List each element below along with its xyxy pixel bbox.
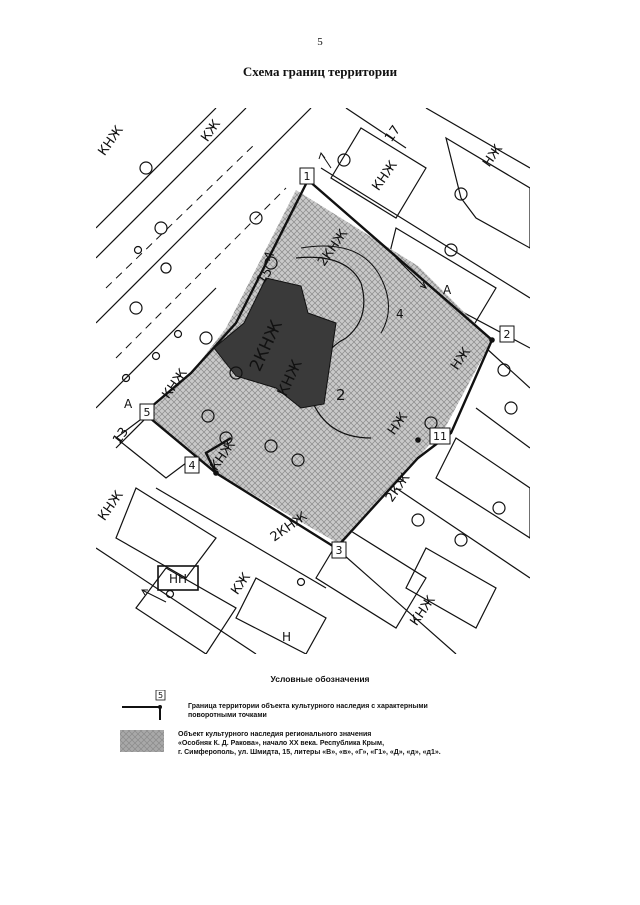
legend-item-area: Объект культурного наследия региональног… (120, 728, 540, 764)
point-label-2: 2 (499, 325, 515, 343)
dashed-lines (105, 142, 287, 359)
label-a-2: А (443, 283, 452, 297)
svg-text:5: 5 (158, 691, 163, 700)
label-n: Н (282, 630, 291, 644)
label-knzh-2: КНЖ (370, 158, 401, 194)
legend-item-boundary: 5 Граница территории объекта культурного… (120, 690, 500, 720)
label-2: 2 (336, 386, 346, 404)
point-label-5: 5 (139, 403, 155, 421)
svg-text:5: 5 (144, 406, 151, 419)
point-label-1: 1 (299, 167, 315, 185)
label-a-3: А (124, 397, 133, 411)
svg-text:3: 3 (336, 544, 343, 557)
label-4: 4 (396, 307, 404, 321)
label-kzh-1: КЖ (228, 570, 254, 598)
svg-text:2: 2 (504, 328, 511, 341)
svg-text:1: 1 (304, 170, 311, 183)
legend-boundary-symbol: 5 (122, 690, 166, 720)
label-house-17: 17 (382, 123, 404, 145)
label-knzh-1: КНЖ (96, 123, 127, 159)
label-nzh-1: НЖ (480, 142, 506, 170)
legend-area-swatch (120, 730, 164, 752)
map-title: Схема границ территории (242, 64, 398, 79)
label-nn: НН (169, 572, 187, 586)
point-label-4: 4 (184, 456, 200, 474)
lamp-symbols (121, 245, 306, 599)
main-building (213, 277, 337, 409)
legend-title: Условные обозначения (270, 674, 370, 684)
point-label-11: 11 (429, 427, 451, 445)
direction-arrows (141, 151, 427, 603)
svg-text:11: 11 (433, 430, 447, 443)
svg-text:4: 4 (189, 459, 196, 472)
point-label-3: 3 (331, 541, 347, 559)
tree-symbols (129, 153, 518, 547)
street-lines (96, 108, 530, 654)
label-knzh-6: КНЖ (408, 593, 439, 629)
label-knzh-5: КНЖ (96, 488, 127, 524)
legend-area-text: Объект культурного наследия региональног… (178, 731, 441, 756)
legend-boundary-text: Граница территории объекта культурного н… (188, 703, 428, 719)
map-area: 1 2 3 4 5 11 2КНЖ КНЖ 15 17 13 КН (96, 108, 530, 654)
page-number: 5 (317, 36, 323, 48)
